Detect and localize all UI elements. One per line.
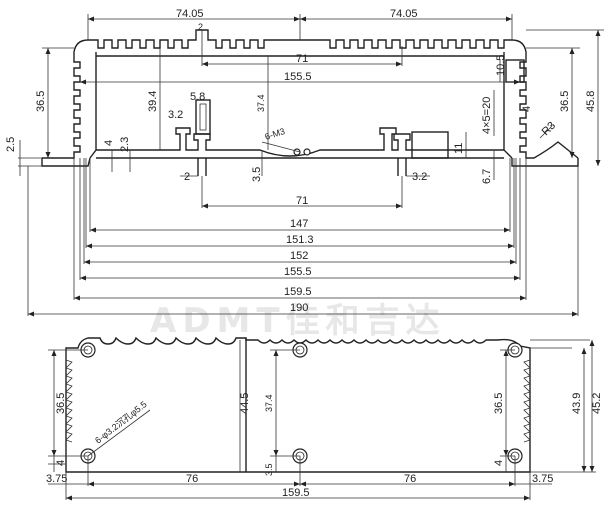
profile-top-edge [88,29,512,49]
dim-right-slot-height: 11 [453,143,465,154]
plan-view: 36.5 4 6-φ3.2沉孔φ5.5 44.5 37.4 3.5 36.5 4… [46,336,603,501]
plan-dim-mid-44-5: 44.5 [239,393,251,414]
dim-right-pocket: 10.5 [495,55,507,76]
dim-width-147: 147 [290,218,308,230]
dim-right-boss: 3.2 [412,171,427,183]
dim-fin-pitch: 4×5=20 [481,97,493,134]
dim-top-right-half: 74.05 [390,8,418,20]
profile-left-flange [41,157,91,167]
plate-outline [65,336,531,473]
plan-dim-bottom-3-75-left: 3.75 [46,473,67,485]
plan-dim-right-4: 4 [493,460,505,466]
dim-foot-2: 2 [184,171,190,183]
section-dimension-lines [18,14,604,316]
dim-boss-slot: 3.2 [168,109,183,121]
plan-dim-mid-37-4: 37.4 [264,394,274,412]
watermark: ADMT佳和吉达 [150,301,446,341]
profile-right-slot [411,131,449,159]
plan-dim-right-36-5: 36.5 [493,393,505,414]
plan-dim-hole-note: 6-φ3.2沉孔φ5.5 [93,399,149,445]
dim-hole-note: 6-M3 [264,126,287,142]
profile-right-pocket [505,59,525,83]
plan-dim-right-43-9: 43.9 [571,393,583,414]
profile-left-foot [197,158,207,176]
plate-left-fins [65,359,73,443]
section-view: 74.05 74.05 2 71 155.5 36.5 39.4 37.4 5.… [5,8,604,317]
dim-lip-2-3: 2.3 [119,137,131,152]
plan-dim-bottom-76-left: 76 [186,473,198,485]
dim-base-71: 71 [296,195,308,207]
profile-left-boss-slot [199,103,207,131]
profile-left-boss [195,99,211,135]
dim-boss-width: 5.8 [190,91,205,103]
dim-width-159-5: 159.5 [284,286,312,298]
dim-foot-3-5: 3.5 [251,167,263,182]
dim-top-left-half: 74.05 [176,8,204,20]
dim-width-155-5: 155.5 [284,266,312,278]
dim-width-152: 152 [290,250,308,262]
plan-dim-left-36-5: 36.5 [55,393,67,414]
dim-rail-height: 39.4 [147,91,159,112]
plan-dim-mid-3-5: 3.5 [264,463,274,476]
dim-right-foot: 6.7 [481,169,493,184]
dim-center-height: 37.4 [256,94,266,112]
dim-flange-2-5: 2.5 [5,137,17,152]
plan-dim-bottom-76-right: 76 [404,473,416,485]
dim-left-height: 36.5 [35,91,47,112]
dim-width-190: 190 [290,302,308,314]
profile-right-flange [511,158,579,167]
plan-dim-bottom-159-5: 159.5 [282,487,310,499]
dim-width-151-3: 151.3 [286,234,314,246]
profile-base-plate [96,127,504,157]
dim-top-slot: 2 [198,22,203,32]
plan-dim-left-4: 4 [55,460,67,466]
profile-left-wall [42,39,89,159]
plate-holes [80,342,523,464]
dim-right-height: 36.5 [559,91,571,112]
profile-right-foot [397,158,407,176]
section-arrowheads [28,16,601,317]
dim-overall-height: 45.8 [585,91,597,112]
profile-screw-hole [303,148,311,156]
dim-inner-slot-span: 71 [296,53,308,65]
profile-left-inner-wall [89,52,97,159]
dim-fin-width: 4 [521,106,533,112]
plate-right-fins [523,359,531,443]
plan-dim-right-45-2: 45.2 [591,393,603,414]
dim-inner-width-top: 155.5 [284,71,312,83]
plan-dim-bottom-3-75-right: 3.75 [532,473,553,485]
dim-lip-4: 4 [103,140,115,146]
profile-right-wall [511,39,579,159]
plan-arrowheads [51,340,595,501]
